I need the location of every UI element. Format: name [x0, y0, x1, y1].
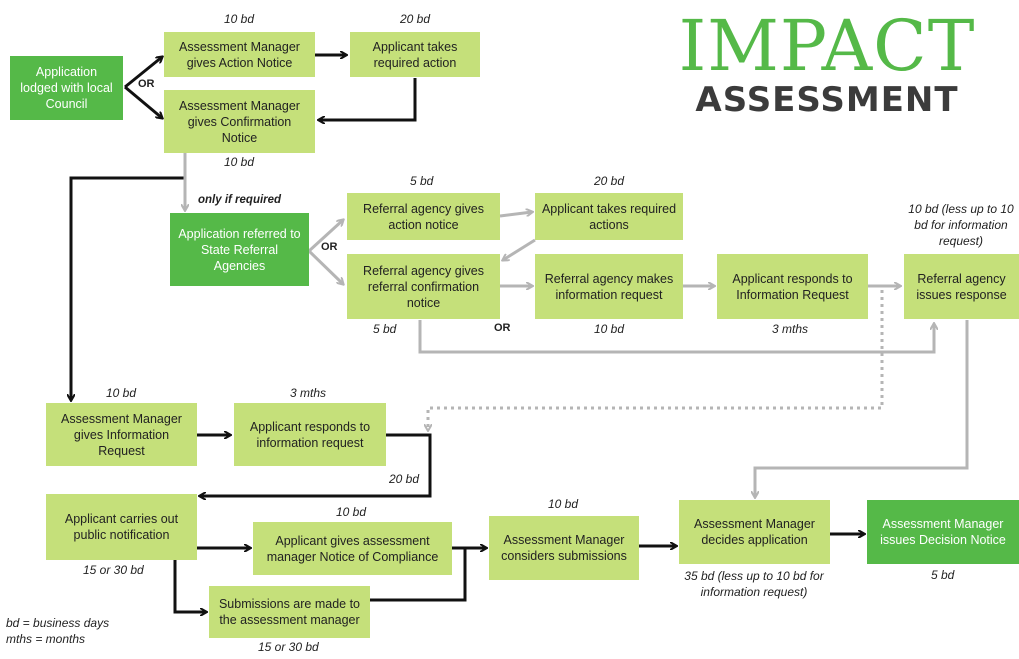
time-public-notification: 15 or 30 bd — [83, 563, 144, 577]
time-confirmation: 10 bd — [224, 155, 255, 169]
arrow-referred-to-ra-confirm — [307, 249, 343, 284]
arrow-public-to-submissions — [173, 560, 206, 612]
box-ra-action-notice: Referral agency gives action notice — [347, 193, 500, 240]
box-am-action-notice: Assessment Manager gives Action Notice — [164, 32, 315, 77]
arrow-lodged-to-confirm — [124, 85, 162, 118]
time-decision: 5 bd — [931, 568, 955, 582]
arrow-referred-to-ra-action — [307, 220, 343, 253]
time-considers: 10 bd — [548, 497, 579, 511]
box-am-confirmation-notice: Assessment Manager gives Confirmation No… — [164, 90, 315, 153]
box-notice-of-compliance: Applicant gives assessment manager Notic… — [253, 522, 452, 575]
box-applicant-takes-action: Applicant takes required action — [350, 32, 480, 77]
time-ra-info: 10 bd — [594, 322, 625, 336]
box-decision-notice: Assessment Manager issues Decision Notic… — [867, 500, 1019, 564]
box-referred-to-state: Application referred to State Referral A… — [170, 213, 309, 286]
line-submissions-to-considers — [370, 548, 467, 602]
time-submissions: 15 or 30 bd — [258, 640, 319, 654]
box-am-decides: Assessment Manager decides application — [679, 500, 830, 564]
dotted-ra-response-to-app-responds — [428, 290, 884, 430]
box-ra-applicant-responds: Applicant responds to Information Reques… — [717, 254, 868, 319]
box-application-lodged: Application lodged with local Council — [10, 56, 123, 120]
time-ra-response: 10 bd (less up to 10 bd for information … — [908, 202, 1014, 248]
box-submissions: Submissions are made to the assessment m… — [209, 586, 370, 638]
box-public-notification: Applicant carries out public notificatio… — [46, 494, 197, 560]
time-ra-responds: 3 mths — [772, 322, 809, 336]
box-ra-applicant-takes: Applicant takes required actions — [535, 193, 683, 240]
title-impact: IMPACT — [678, 5, 976, 87]
time-ra-action: 5 bd — [410, 174, 434, 188]
or-label-2: OR — [321, 241, 338, 253]
arrow-ra-confirm-direct-response — [418, 320, 934, 354]
box-am-information-request: Assessment Manager gives Information Req… — [46, 403, 197, 466]
or-label-3: OR — [494, 322, 511, 334]
time-am-info: 10 bd — [106, 386, 137, 400]
or-label-1: OR — [138, 78, 155, 90]
arrow-lodged-to-action — [124, 57, 162, 89]
box-applicant-responds: Applicant responds to information reques… — [234, 403, 386, 466]
arrow-takes-to-confirm — [319, 78, 417, 120]
box-ra-confirmation-notice: Referral agency gives referral confirmat… — [347, 254, 500, 319]
legend-bd: bd = business days — [6, 616, 110, 630]
time-compliance: 10 bd — [336, 505, 367, 519]
time-response-to-public: 20 bd — [389, 472, 420, 486]
arrow-ra-action-to-takes — [499, 212, 532, 218]
box-am-considers: Assessment Manager considers submissions — [489, 516, 639, 580]
time-takes-action: 20 bd — [400, 12, 431, 26]
time-app-responds: 3 mths — [290, 386, 327, 400]
time-ra-confirm: 5 bd — [373, 322, 397, 336]
box-ra-issues-response: Referral agency issues response — [904, 254, 1019, 319]
arrow-ra-response-to-decides — [755, 320, 969, 497]
title-assessment: ASSESSMENT — [695, 80, 959, 120]
time-decides: 35 bd (less up to 10 bd for information … — [684, 569, 824, 599]
time-ra-takes: 20 bd — [594, 174, 625, 188]
box-ra-information-request: Referral agency makes information reques… — [535, 254, 683, 319]
only-if-required-label: only if required — [198, 194, 282, 206]
legend-mths: mths = months — [6, 632, 86, 646]
time-action-notice: 10 bd — [224, 12, 255, 26]
arrow-responds-to-public — [200, 433, 432, 496]
arrow-confirm-to-am-info — [71, 153, 187, 400]
arrow-takes-to-ra-confirm — [503, 238, 536, 260]
